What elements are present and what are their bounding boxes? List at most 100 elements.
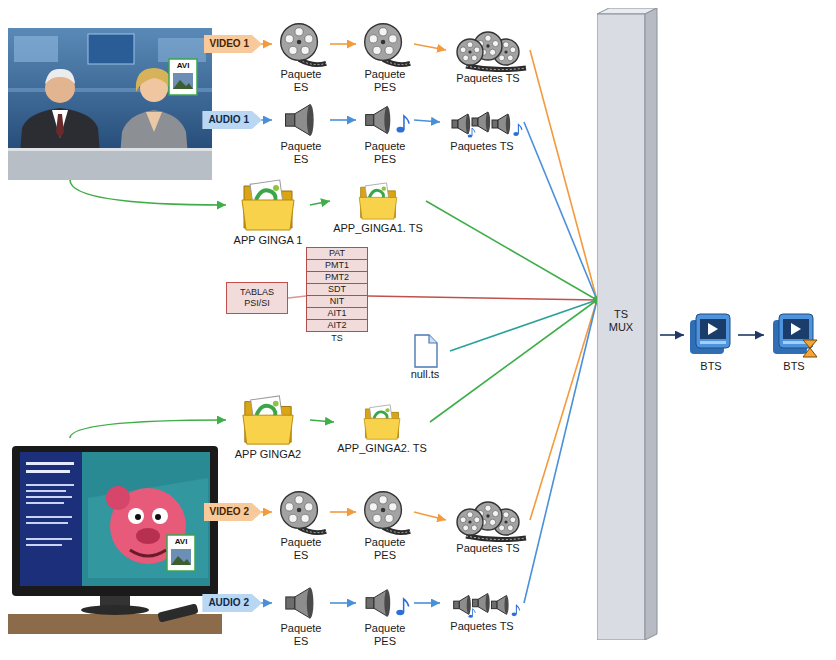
- drawing-part: [803, 340, 817, 357]
- avi-file-badge: AVI: [168, 58, 198, 96]
- drawing-part: [486, 594, 490, 613]
- drawing-part: [88, 34, 134, 64]
- file-icon: [400, 334, 450, 368]
- drawing-part: [8, 614, 222, 634]
- node-label: Paquete ES: [272, 622, 330, 648]
- drawing-part: [379, 28, 387, 36]
- drawing-part: [285, 35, 293, 43]
- audio-es-packet: Paquete ES: [272, 100, 330, 166]
- drawing-part: [286, 114, 295, 126]
- drawing-part: [507, 55, 513, 61]
- node-icon: [764, 310, 824, 360]
- drawing-part: [281, 24, 318, 61]
- node-icon: [400, 334, 450, 368]
- node-label: Paquete PES: [356, 622, 414, 648]
- avi-file-badge: AVI: [166, 534, 196, 572]
- drawing-part: [472, 118, 478, 126]
- drawing-part: [365, 492, 402, 529]
- drawing-part: [700, 341, 726, 344]
- psi-si-box: TABLAS PSI/SI: [226, 282, 288, 314]
- drawing-part: [273, 401, 279, 407]
- drawing-part: [295, 28, 303, 36]
- node-label: APP_GINGA1. TS: [330, 222, 426, 235]
- drawing-part: [14, 36, 58, 62]
- table-caption: TS: [306, 332, 368, 344]
- audio-ts-packets: Paquetes TS: [440, 586, 524, 633]
- drawing-part: [364, 419, 400, 440]
- drawing-part: [26, 544, 62, 546]
- connector: [330, 511, 356, 513]
- drawing-part: [171, 556, 191, 565]
- drawing-part: [301, 514, 309, 522]
- reel-icon: [356, 20, 414, 68]
- folder-icon: [334, 402, 430, 442]
- signal-arrow-label: AUDIO 1: [202, 111, 262, 129]
- news-drawing: [8, 28, 212, 180]
- drawing-part: [373, 46, 381, 54]
- folder-icon: [226, 392, 310, 448]
- drawing-part: [486, 44, 489, 47]
- drawing-part: [365, 24, 402, 61]
- connector: [310, 201, 330, 205]
- drawing-part: [492, 120, 498, 128]
- drawing-part: [26, 496, 72, 498]
- drawing-part: [466, 66, 526, 70]
- drawing-part: [26, 502, 64, 504]
- speakers-icon: [440, 104, 524, 140]
- signal-arrow-label: VIDEO 2: [204, 503, 262, 521]
- drawing-part: [791, 323, 801, 335]
- connector: [330, 602, 356, 604]
- drawing-part: [516, 605, 519, 614]
- connector: [414, 120, 440, 122]
- video-es-packet: Paquete ES: [272, 488, 330, 562]
- node-icon: [356, 20, 414, 68]
- node-label: BTS: [684, 360, 738, 373]
- drawing-part: [26, 516, 72, 518]
- drawing-part: [504, 595, 508, 614]
- node-icon: [272, 488, 330, 536]
- drawing-part: [130, 550, 166, 556]
- drawing-part: [152, 508, 168, 524]
- node-label: Paquetes TS: [440, 620, 524, 633]
- drawing-part: [8, 148, 212, 151]
- drawing-part: [474, 517, 480, 523]
- mux-label-wrap: TS MUX: [606, 308, 636, 334]
- node-icon: [272, 584, 330, 622]
- drawing-part: [510, 517, 516, 523]
- drawing-part: [389, 35, 397, 43]
- drawing-part: [504, 520, 507, 523]
- drawing-part: [467, 42, 473, 48]
- drawing-part: [503, 512, 509, 518]
- ginga-app-folder: APP GINGA2: [226, 392, 310, 461]
- drawing-part: [295, 496, 303, 504]
- drawing-part: [468, 520, 471, 523]
- drawing-part: [381, 508, 385, 512]
- drawing-part: [463, 55, 469, 61]
- folder-icon: [330, 180, 426, 222]
- drawing-part: [273, 185, 279, 191]
- drawing-part: [783, 319, 809, 339]
- drawing-part: [384, 106, 390, 133]
- drawing-part: [466, 536, 526, 540]
- drawing-part: [173, 73, 193, 89]
- drawing-part: [510, 47, 516, 53]
- ts-mux-bar: TS MUX: [597, 8, 660, 640]
- drawing-part: [52, 110, 68, 138]
- drawing-part: [369, 503, 377, 511]
- drawing-part: [136, 528, 160, 544]
- drawing-part: [56, 114, 64, 138]
- connector: [450, 300, 597, 351]
- drawing-part: [26, 484, 74, 486]
- drawing-part: [88, 478, 208, 578]
- drawing-part: [486, 514, 489, 517]
- node-icon: [356, 584, 414, 622]
- drawing-part: [385, 408, 389, 412]
- drawing-part: [389, 503, 397, 511]
- table-stack: PATPMT1PMT2SDTNITAIT1AIT2TS: [306, 248, 368, 344]
- drawing-part: [471, 525, 477, 531]
- node-icon: [684, 310, 738, 360]
- node-label: Paquetes TS: [446, 542, 530, 555]
- drawing-part: [128, 508, 144, 524]
- reels-icon: [446, 498, 530, 542]
- file-type-label: AVI: [166, 534, 196, 547]
